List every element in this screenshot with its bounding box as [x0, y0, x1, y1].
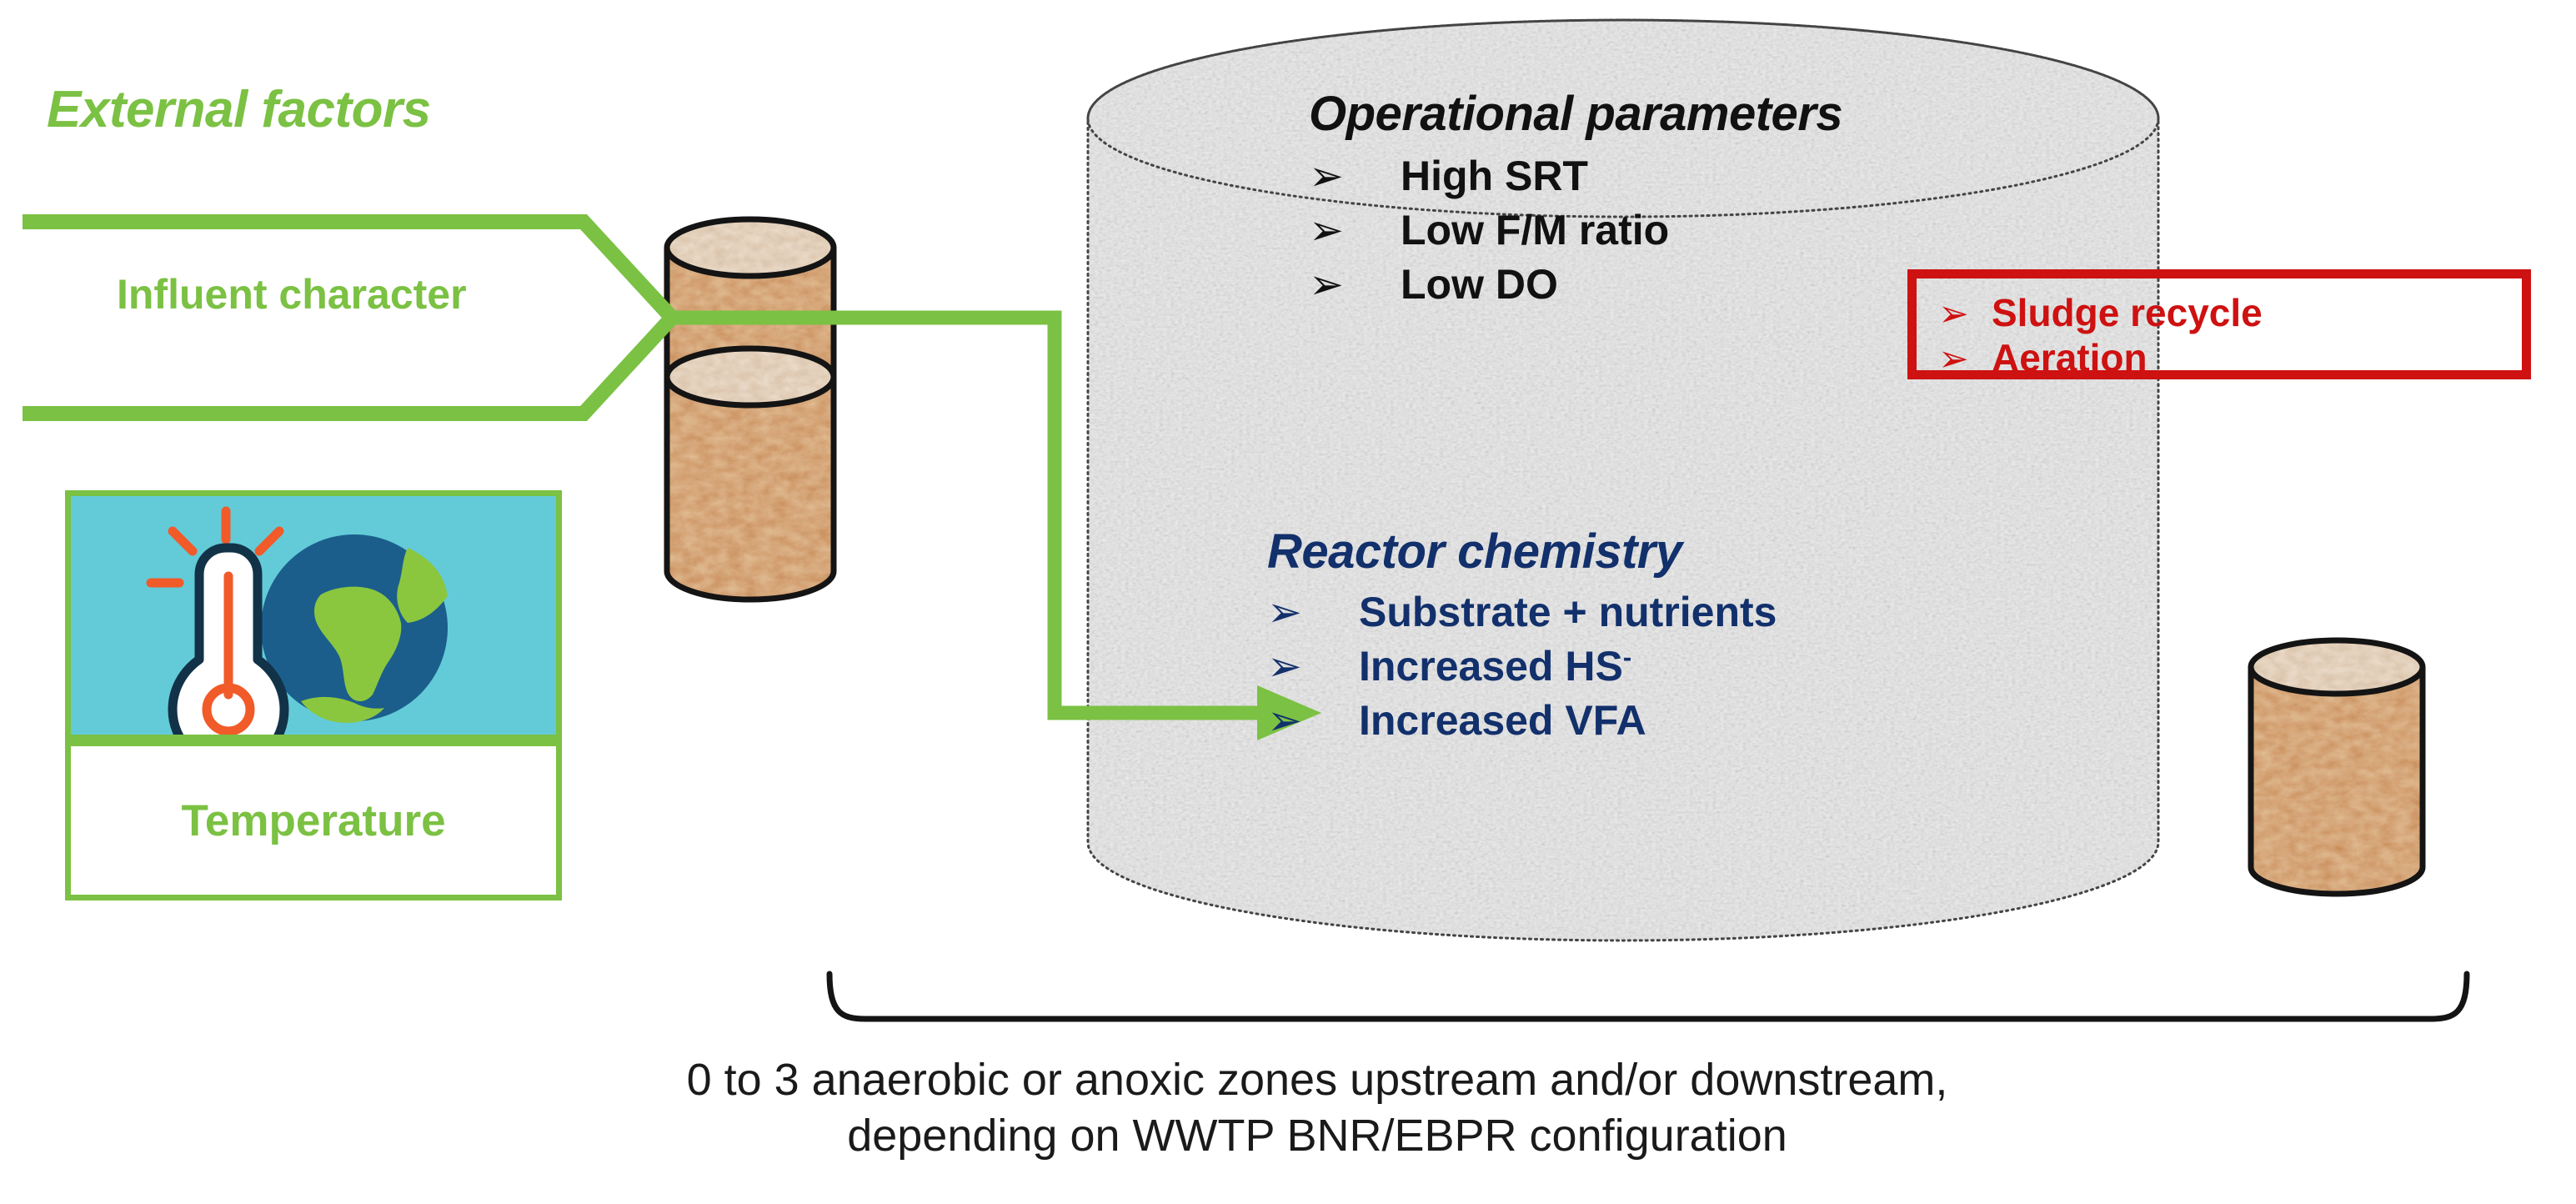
list-item: ➢ Increased VFA	[1267, 696, 2151, 745]
list-item-label: Low F/M ratio	[1401, 207, 1670, 253]
temperature-label: Temperature	[181, 795, 446, 845]
caption: 0 to 3 anaerobic or anoxic zones upstrea…	[434, 1052, 2201, 1164]
temperature-card[interactable]: Temperature	[65, 490, 565, 916]
list-item: ➢ High SRT	[1309, 152, 2142, 201]
temperature-label-panel: Temperature	[65, 740, 562, 900]
list-item: ➢ Low DO	[1309, 260, 2142, 309]
list-item-label: Increased VFA	[1359, 697, 1646, 744]
influent-character-label: Influent character	[117, 271, 467, 318]
reactor-chemistry-block: Reactor chemistry ➢ Substrate + nutrient…	[1267, 524, 2151, 750]
arrow-bullet-icon: ➢	[1938, 293, 1969, 334]
temperature-image-panel	[65, 490, 562, 770]
list-item: ➢ Low F/M ratio	[1309, 206, 2142, 255]
highlight-box-list: ➢ Sludge recycle ➢ Aeration	[1938, 290, 2263, 381]
list-item-label: Low DO	[1401, 261, 1558, 308]
influent-character-box[interactable]: Influent character	[25, 215, 684, 392]
list-item-label: Sludge recycle	[1992, 291, 2263, 334]
list-item-label: High SRT	[1401, 153, 1588, 199]
reactor-chemistry-title: Reactor chemistry	[1267, 524, 1682, 579]
cork-cylinder-left-bottom	[664, 345, 837, 603]
reactor-cylinder	[1086, 18, 2160, 942]
arrow-bullet-icon: ➢	[1309, 153, 1344, 199]
list-item: ➢ Increased HS-	[1267, 642, 2151, 691]
reactor-content: Operational parameters ➢ High SRT ➢ Low …	[1075, 23, 2159, 949]
caption-line-2: depending on WWTP BNR/EBPR configuration	[847, 1110, 1787, 1161]
list-item-label: Increased HS-	[1359, 642, 1631, 691]
list-item-label: Aeration	[1992, 336, 2148, 380]
list-item: ➢ Aeration	[1938, 335, 2263, 380]
arrow-bullet-icon: ➢	[1938, 339, 1969, 380]
list-item-label: Substrate + nutrients	[1359, 589, 1777, 635]
arrow-bullet-icon: ➢	[1309, 261, 1344, 308]
arrow-bullet-icon: ➢	[1267, 697, 1302, 744]
page-title: External factors	[47, 81, 431, 138]
list-item: ➢ Sludge recycle	[1938, 290, 2263, 335]
list-item: ➢ Substrate + nutrients	[1267, 588, 2151, 637]
highlight-box-red[interactable]: ➢ Sludge recycle ➢ Aeration	[1907, 269, 2531, 379]
arrow-bullet-icon: ➢	[1267, 589, 1302, 635]
reactor-chemistry-list: ➢ Substrate + nutrients ➢ Increased HS- …	[1267, 588, 2151, 745]
arrow-bullet-icon: ➢	[1309, 207, 1344, 253]
operational-parameters-block: Operational parameters ➢ High SRT ➢ Low …	[1309, 86, 2142, 314]
superscript-minus: -	[1622, 642, 1632, 672]
span-brace	[826, 971, 2470, 1022]
caption-line-1: 0 to 3 anaerobic or anoxic zones upstrea…	[686, 1055, 1948, 1105]
arrow-bullet-icon: ➢	[1267, 643, 1302, 690]
influent-to-reactor-arrow	[672, 310, 1321, 740]
operational-parameters-list: ➢ High SRT ➢ Low F/M ratio ➢ Low DO	[1309, 152, 2142, 309]
list-item-text: Increased HS	[1359, 643, 1623, 690]
operational-parameters-title: Operational parameters	[1309, 87, 1843, 141]
cork-cylinder-right	[2248, 637, 2426, 897]
thermometer-globe-icon	[146, 506, 448, 770]
